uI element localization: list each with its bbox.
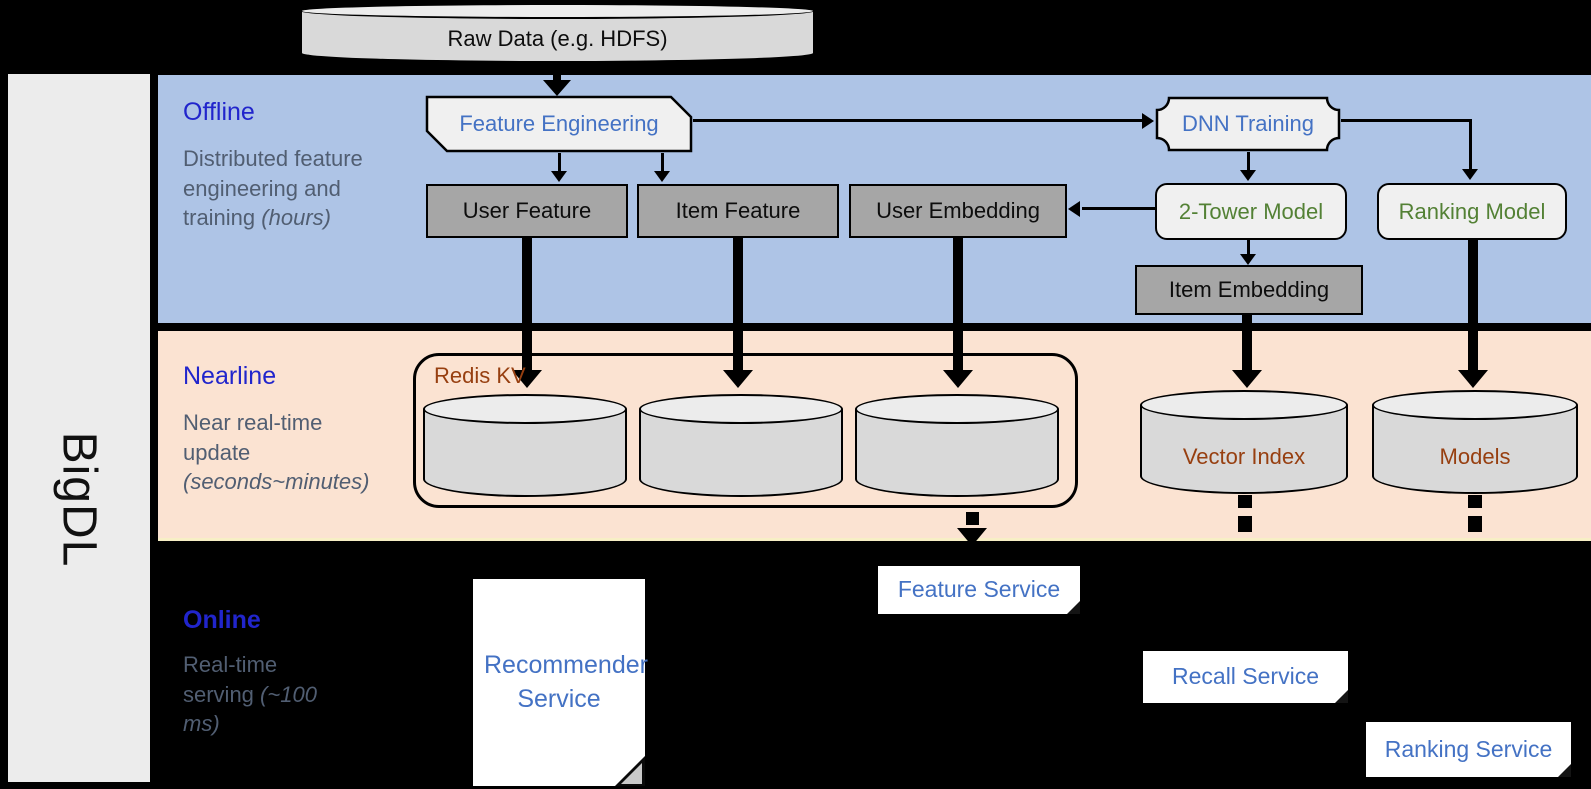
cylinder-top	[855, 394, 1059, 424]
cylinder-top	[300, 3, 815, 19]
page-fold-icon	[1067, 601, 1080, 614]
arrow-userembedding-to-redis	[953, 238, 963, 372]
arrow-dnn-to-twotower	[1247, 152, 1250, 172]
dashed-link-models-1	[1468, 495, 1482, 508]
bigdl-sidebar: BigDL	[8, 74, 150, 782]
raw-data-label: Raw Data (e.g. HDFS)	[447, 26, 668, 51]
arrow-dnn-to-ranking-v	[1469, 119, 1472, 171]
item-feature-label: Item Feature	[675, 198, 801, 223]
arrow-dnn-to-ranking-h	[1341, 119, 1472, 122]
user-embedding-label: User Embedding	[876, 198, 1040, 223]
redis-kv-label: Redis KV	[434, 363, 526, 388]
models-label: Models	[1439, 444, 1511, 469]
arrowhead-dnn-to-twotower	[1240, 170, 1256, 181]
item-feature-node: Item Feature	[637, 184, 839, 238]
ranking-service-label: Ranking Service	[1384, 735, 1553, 762]
online-lane-subtitle: Real-time serving (~100 ms)	[183, 650, 318, 739]
dashed-link-vectorindex-2	[1238, 516, 1252, 532]
nearline-lane-label: Nearline	[183, 362, 277, 390]
cylinder-body	[300, 11, 815, 63]
arrowhead-rawdata-to-fe	[543, 80, 571, 96]
arrowhead-itemfeature-to-redis	[723, 370, 753, 388]
arrow-twotower-to-userembedding	[1082, 207, 1155, 210]
feature-service-label: Feature Service	[897, 576, 1061, 603]
offline-lane-subtitle: Distributed feature engineering and trai…	[183, 144, 371, 233]
models-store: Models	[1372, 390, 1578, 494]
feature-service-node: Feature Service	[878, 566, 1080, 614]
arrow-itemfeature-to-redis	[733, 238, 743, 372]
page-fold-icon	[1558, 764, 1571, 777]
arrowhead-fe-to-dnn	[1142, 113, 1154, 129]
arrow-fe-to-dnn	[693, 119, 1142, 122]
dashed-link-models-2	[1468, 516, 1482, 532]
online-subtitle-text: Real-time serving	[183, 652, 278, 707]
two-tower-model-node: 2-Tower Model	[1155, 183, 1347, 240]
cylinder-top	[423, 394, 627, 424]
arrowhead-fe-to-itemfeature	[654, 171, 670, 182]
dashed-link-redis-featureservice	[966, 512, 979, 525]
arrowhead-userfeature-to-redis	[512, 370, 542, 388]
arrowhead-twotower-to-userembedding	[1068, 201, 1080, 217]
arrowhead-dnn-to-ranking	[1462, 169, 1478, 180]
raw-data-store: Raw Data (e.g. HDFS)	[300, 3, 815, 63]
ranking-model-label: Ranking Model	[1398, 198, 1546, 224]
offline-subtitle-text: Distributed feature engineering and trai…	[183, 146, 363, 231]
redis-shard-cylinder-2	[639, 394, 843, 497]
arrow-itemembedding-to-vectorindex	[1242, 315, 1252, 372]
user-embedding-node: User Embedding	[849, 184, 1067, 238]
redis-shard-cylinder-3	[855, 394, 1059, 497]
arrow-twotower-to-itemembedding	[1247, 240, 1250, 256]
page-fold-icon	[1335, 690, 1348, 703]
cylinder-top	[1372, 390, 1578, 420]
online-lane-label: Online	[183, 606, 261, 634]
arrowhead-redis-to-featureservice	[957, 528, 987, 546]
arrow-rankingmodel-to-models	[1468, 240, 1478, 372]
dnn-training-label: DNN Training	[1181, 111, 1315, 136]
arrowhead-twotower-to-itemembedding	[1240, 254, 1256, 265]
arrowhead-fe-to-userfeature	[551, 171, 567, 182]
snip-rect-shape	[425, 95, 693, 153]
arrow-fe-to-itemfeature	[661, 153, 664, 173]
arrow-rawdata-to-fe	[553, 60, 561, 82]
cylinder-top	[1140, 390, 1348, 420]
dnn-training-node: DNN Training	[1155, 96, 1341, 152]
feature-engineering-node: Feature Engineering	[425, 95, 693, 153]
arrowhead-itemembedding-to-vectorindex	[1232, 370, 1262, 388]
vector-index-label: Vector Index	[1182, 444, 1306, 469]
ranking-service-node: Ranking Service	[1366, 722, 1571, 777]
cylinder-top	[639, 394, 843, 424]
redis-shard-cylinder-1	[423, 394, 627, 497]
offline-lane-label: Offline	[183, 98, 255, 126]
nearline-lane-subtitle: Near real-time update (seconds~minutes)	[183, 408, 383, 497]
vector-index-store: Vector Index	[1140, 390, 1348, 494]
feature-engineering-label: Feature Engineering	[459, 111, 659, 136]
nearline-subtitle-note: (seconds~minutes)	[183, 469, 370, 495]
user-feature-node: User Feature	[426, 184, 628, 238]
page-fold-icon	[621, 763, 642, 784]
plaque-shape	[1155, 96, 1341, 152]
item-embedding-label: Item Embedding	[1168, 277, 1330, 302]
nearline-subtitle-text: Near real-time update	[183, 410, 323, 465]
arrowhead-userembedding-to-redis	[943, 370, 973, 388]
ranking-model-node: Ranking Model	[1377, 183, 1567, 240]
arrowhead-rankingmodel-to-models	[1458, 370, 1488, 388]
two-tower-model-label: 2-Tower Model	[1178, 198, 1324, 224]
recommender-service-node: Recommender Service	[473, 579, 648, 786]
recall-service-label: Recall Service	[1172, 663, 1319, 690]
bigdl-logo-text: BigDL	[52, 431, 106, 568]
recommender-service-label: Recommender Service	[484, 650, 648, 713]
recall-service-node: Recall Service	[1143, 651, 1348, 703]
redis-kv-group: Redis KV	[413, 353, 1078, 508]
item-embedding-node: Item Embedding	[1135, 265, 1363, 315]
dashed-link-vectorindex-1	[1238, 495, 1252, 508]
online-subtitle-note: (~100 ms)	[183, 681, 317, 737]
user-feature-label: User Feature	[462, 198, 592, 223]
arrow-userfeature-to-redis	[522, 238, 532, 372]
arrow-fe-to-userfeature	[558, 153, 561, 173]
offline-subtitle-note: (hours)	[261, 205, 331, 231]
